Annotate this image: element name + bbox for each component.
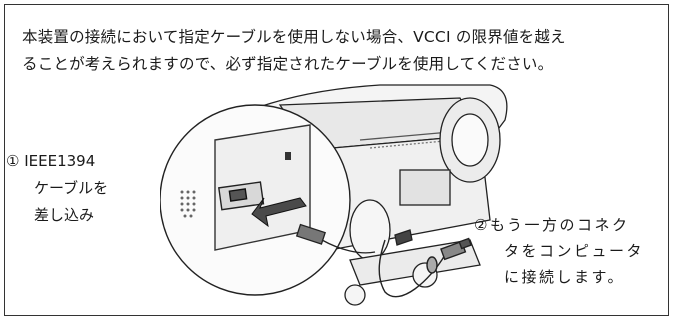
printer-connection-illustration <box>160 84 508 306</box>
vcci-warning-text: 本装置の接続において指定ケーブルを使用しない場合、VCCI の限界値を越え るこ… <box>22 24 662 78</box>
step1-line-2: ケーブルを <box>34 179 109 197</box>
warning-line-1: 本装置の接続において指定ケーブルを使用しない場合、VCCI の限界値を越え <box>22 28 566 46</box>
warning-line-2: ることが考えられますので、必ず指定されたケーブルを使用してください。 <box>22 55 554 73</box>
step2-instruction: ②もう一方のコネク タをコンピュータ に接続します。 <box>474 212 644 290</box>
insert-arrow <box>251 197 307 228</box>
cable-plug <box>295 223 376 254</box>
step1-line-1: ① IEEE1394 <box>6 152 96 170</box>
step2-line-1: ②もう一方のコネク <box>474 216 630 234</box>
step2-line-3: に接続します。 <box>504 268 626 286</box>
step1-line-3: 差し込み <box>34 206 95 224</box>
cable-second-connector <box>378 237 472 298</box>
zoom-circle <box>160 104 351 296</box>
step2-line-2: タをコンピュータ <box>504 242 645 260</box>
step1-instruction: ① IEEE1394 ケーブルを 差し込み <box>6 148 108 229</box>
